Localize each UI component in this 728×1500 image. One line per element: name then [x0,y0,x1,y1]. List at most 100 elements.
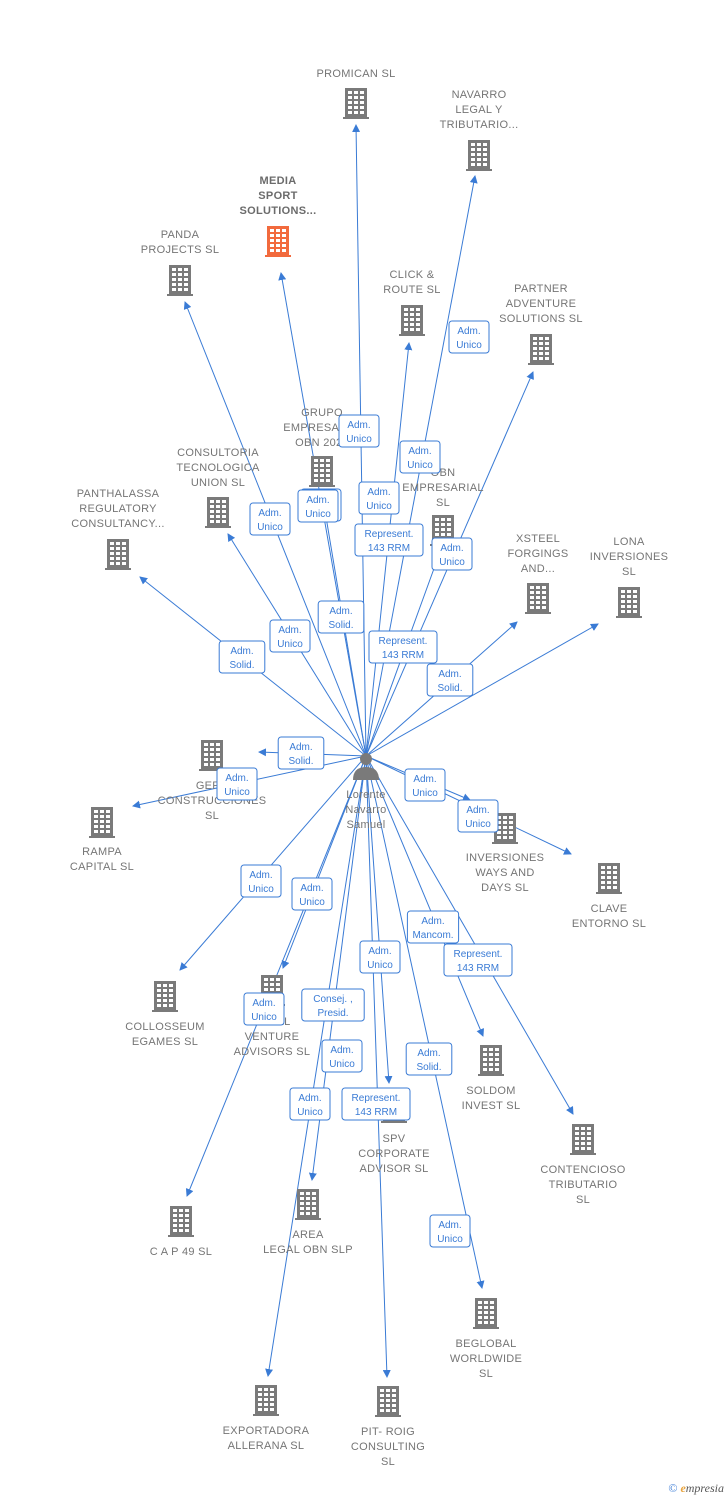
edge-label: Adm.Unico [321,1039,363,1073]
building-window [354,101,358,104]
company-node-promican[interactable]: PROMICAN SL [316,68,395,119]
building-window [178,283,182,286]
building-window [483,1048,487,1051]
company-label-line: C A P 49 SL [150,1246,212,1258]
building-window [621,595,625,598]
edge-exportadora [265,755,367,1377]
building-window [216,520,220,523]
building-window [169,984,173,987]
building-window [360,96,364,99]
edge-label-line: Mancom. [412,930,453,941]
building-window [536,606,540,609]
building-window [163,1004,167,1007]
building-window [509,836,513,839]
company-node-xsteel[interactable]: XSTEELFORGINGSAND... [507,533,568,614]
building-window [360,106,364,109]
company-label-line: TECNOLOGICA [176,462,260,474]
building-window [575,1127,579,1130]
building-window [380,1409,384,1412]
company-node-panthalassa[interactable]: PANTHALASSAREGULATORYCONSULTANCY... [71,488,164,570]
company-node-cap49[interactable]: C A P 49 SL [150,1206,212,1258]
company-label-line: REGULATORY [79,503,157,515]
building-window [173,1219,177,1222]
edge-label-line: Unico [224,787,250,798]
building-window [627,590,631,593]
company-label-line: LEGAL Y [455,104,503,116]
company-node-media[interactable]: MEDIASPORTSOLUTIONS... [240,175,317,257]
building-window [587,1127,591,1130]
building-window [627,600,631,603]
building-window [392,1389,396,1392]
edge-label-line: Adm. [457,326,480,337]
edge-label: Adm.Mancom. [406,910,460,944]
building-icon [89,807,115,838]
building-window [484,1321,488,1324]
edge-label-line: Adm. [417,1048,440,1059]
building-window [314,464,318,467]
building-window [326,459,330,462]
building-window [178,273,182,276]
building-window [607,876,611,879]
company-label-line: CAPITAL SL [70,861,134,873]
edge-label-line: Represent. [379,636,428,647]
edge-label: Adm.Solid. [426,663,474,697]
edge-labels-layer: Adm.Solid.Adm.UnicoAdm.UnicoAdm.UnicoAdm… [216,320,513,1248]
building-window [110,547,114,550]
edge-label: Adm.Unico [291,877,333,911]
building-window [282,244,286,247]
edge-spv [365,755,393,1084]
edge-label-line: Solid. [288,756,313,767]
building-window [178,278,182,281]
building-window [404,323,408,326]
building-window [163,984,167,987]
building-window [312,1207,316,1210]
edge-label-box [429,1214,471,1248]
building-window [184,273,188,276]
building-window [435,533,439,536]
building-window [184,288,188,291]
edge-label-box [338,414,380,448]
edge-contencioso [365,755,574,1115]
company-node-click[interactable]: CLICK &ROUTE SL [383,269,440,336]
building-base [473,1327,499,1329]
building-window [587,1147,591,1150]
building-window [533,337,537,340]
building-window [477,143,481,146]
company-label-line: GRUPO [301,407,343,419]
building-icon [205,497,231,528]
building-window [410,318,414,321]
building-window [110,557,114,560]
company-label-line: CORPORATE [358,1148,430,1160]
building-window [386,1409,390,1412]
edge-label-line: Adm. [300,883,323,894]
building-window [503,836,507,839]
building-window [416,323,420,326]
building-window [503,816,507,819]
building-window [276,978,280,981]
building-window [386,1394,390,1397]
building-window [116,542,120,545]
building-window [416,318,420,321]
company-label-line: SOLUTIONS... [240,205,317,217]
building-window [94,815,98,818]
building-window [587,1137,591,1140]
building-window [106,810,110,813]
building-window [627,610,631,613]
